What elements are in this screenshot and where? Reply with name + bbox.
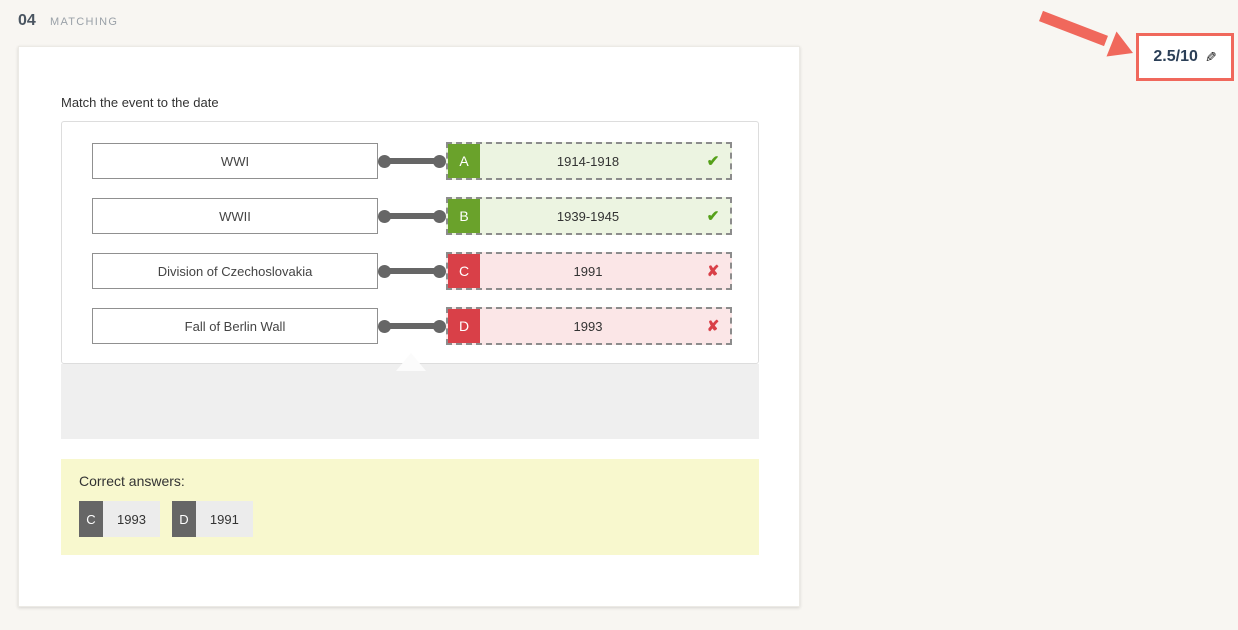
score-badge[interactable]: 2.5/10 ✎ [1136,33,1234,81]
match-row: WWI A 1914-1918 ✔ [92,142,758,180]
match-row: Fall of Berlin Wall D 1993 ✘ [92,307,758,345]
question-card: Match the event to the date WWI A 1914-1… [18,46,800,607]
answer-value: 1993 [573,318,603,334]
correct-answers-label: Correct answers: [79,473,185,489]
annotation-arrow-icon [1039,10,1133,57]
chip-letter-badge: D [171,501,196,537]
correct-answer-chip: D 1991 [171,501,253,537]
answer-drop-area[interactable] [61,364,759,439]
match-connector [378,143,446,179]
answer-letter-badge: C [448,254,480,288]
question-type-label: MATCHING [50,16,119,28]
correct-check-icon: ✔ [706,208,720,225]
connector-line [385,158,439,164]
connector-dot-icon [433,265,446,278]
connector-dot-icon [433,320,446,333]
chip-letter-badge: C [79,501,103,537]
match-event-box: WWI [92,143,378,179]
chip-value: 1993 [103,501,160,537]
match-event-box: Division of Czechoslovakia [92,253,378,289]
answer-letter-badge: B [448,199,480,233]
connector-line [385,213,439,219]
matching-panel: WWI A 1914-1918 ✔ WWII [61,121,759,364]
match-answer-box[interactable]: B 1939-1945 ✔ [446,197,732,235]
match-connector [378,308,446,344]
match-event-box: WWII [92,198,378,234]
connector-line [385,323,439,329]
answer-letter-badge: A [448,144,480,178]
match-answer-box[interactable]: A 1914-1918 ✔ [446,142,732,180]
incorrect-cross-icon: ✘ [706,318,720,335]
score-value: 2.5/10 [1153,48,1198,65]
match-row: WWII B 1939-1945 ✔ [92,197,758,235]
match-connector [378,253,446,289]
correct-answer-chip: C 1993 [79,501,160,537]
edit-score-pencil-icon[interactable]: ✎ [1204,48,1217,65]
connector-dot-icon [433,210,446,223]
correct-answer-chips: C 1993 D 1991 [79,501,741,537]
match-connector [378,198,446,234]
match-answer-box[interactable]: C 1991 ✘ [446,252,732,290]
answer-value: 1939-1945 [556,208,620,224]
connector-line [385,268,439,274]
match-row: Division of Czechoslovakia C 1991 ✘ [92,252,758,290]
question-prompt: Match the event to the date [61,95,219,110]
correct-answers-section: Correct answers: C 1993 D 1991 [61,459,759,555]
match-event-box: Fall of Berlin Wall [92,308,378,344]
match-answer-box[interactable]: D 1993 ✘ [446,307,732,345]
connector-dot-icon [433,155,446,168]
incorrect-cross-icon: ✘ [706,263,720,280]
question-number: 04 [18,12,36,29]
drop-area-notch [396,353,426,371]
chip-value: 1991 [195,501,253,537]
answer-value: 1991 [573,263,603,279]
correct-check-icon: ✔ [706,153,720,170]
answer-value: 1914-1918 [556,153,620,169]
answer-letter-badge: D [448,309,480,343]
